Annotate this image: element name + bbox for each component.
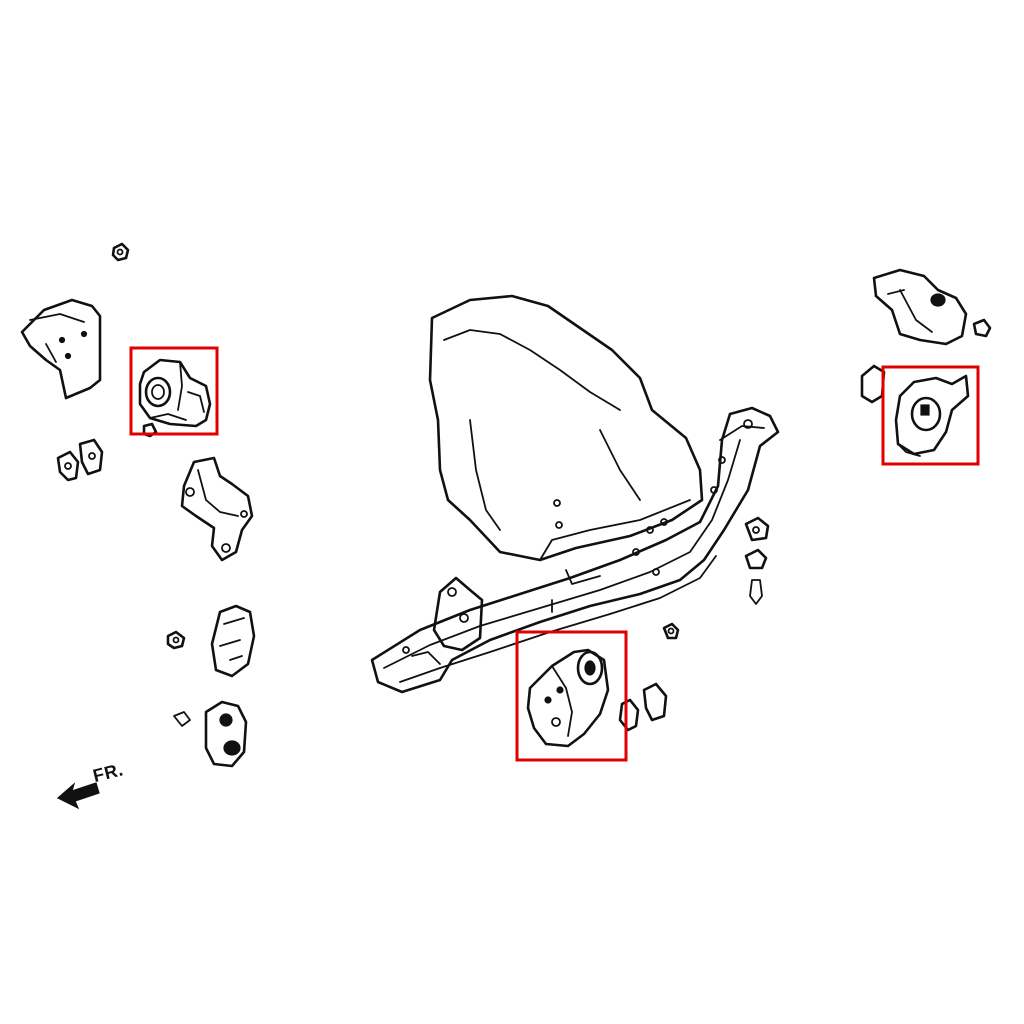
highlight-rear-engine-mount xyxy=(515,630,628,762)
left-body-bracket xyxy=(20,298,102,400)
front-arrow-icon xyxy=(56,782,100,810)
highlight-left-engine-mount xyxy=(129,346,219,436)
right-small-nut xyxy=(972,318,992,338)
nut-left-lower xyxy=(166,630,186,650)
rear-mount-bushing xyxy=(618,682,668,732)
engine-block xyxy=(428,294,704,562)
bolt-left-lower xyxy=(173,711,191,727)
nut-top-left xyxy=(111,242,130,262)
small-bracket-pair xyxy=(56,438,104,482)
left-engine-mount xyxy=(138,358,212,438)
transmission-bracket xyxy=(180,456,254,562)
highlight-right-transmission-mount xyxy=(881,365,980,466)
right-upper-bracket xyxy=(872,268,968,346)
nut-center xyxy=(662,622,680,640)
right-transmission-mount xyxy=(860,364,970,457)
subframe xyxy=(370,406,780,694)
left-lower-bracket xyxy=(210,604,256,678)
right-hardware-stack xyxy=(744,516,770,605)
rear-engine-mount xyxy=(526,648,610,748)
left-bottom-bushing xyxy=(204,700,248,768)
